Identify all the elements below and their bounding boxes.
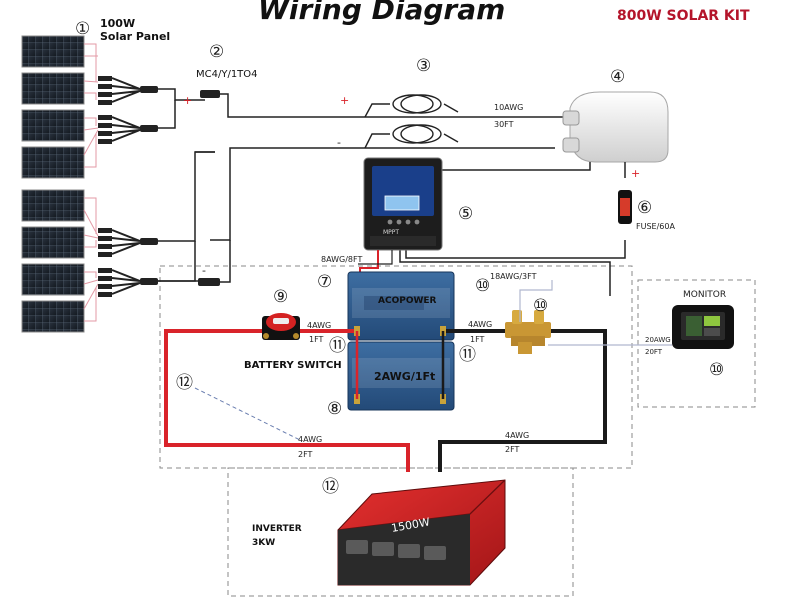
- battery-link-label: 2AWG/1Ft: [374, 370, 435, 383]
- controller-cable-number: ⑦: [317, 272, 332, 292]
- extension-length: 30FT: [494, 120, 514, 129]
- inverter-region: [227, 467, 574, 597]
- solar-panel: [21, 35, 85, 68]
- inverter-left-gauge: 4AWG: [298, 435, 322, 444]
- callout-line: [194, 387, 301, 441]
- extension-gauge: 10AWG: [494, 103, 523, 112]
- mc4-negative-connector: [198, 278, 220, 286]
- cable-entry-gland: [562, 91, 669, 163]
- polarity-plus-fuse: +: [631, 167, 640, 180]
- branch-trunk-wires: [158, 88, 215, 282]
- y-branch-connector: [98, 228, 158, 257]
- inverter-label-line1: INVERTER: [252, 524, 302, 534]
- fuse-number: ⑥: [637, 198, 652, 218]
- dashed-boxes: [159, 265, 756, 597]
- monitor-cable-length: 20FT: [645, 348, 663, 356]
- solar-panel: [21, 263, 85, 296]
- polarity-minus-array: -: [202, 264, 206, 277]
- array-cables: [210, 93, 565, 283]
- page-title: Wiring Diagram: [258, 0, 505, 26]
- connector-number: ②: [209, 42, 224, 62]
- inverter-label-line2: 3KW: [252, 538, 275, 548]
- battery-switch: [262, 313, 300, 340]
- polarity-plus-cable: +: [340, 94, 349, 107]
- panel-name-line1: 100W: [100, 17, 135, 30]
- switch-wire-length: 1FT: [309, 335, 324, 344]
- mc4-y-branch-connectors: [98, 76, 158, 297]
- controller-cable-label: 8AWG/8FT: [321, 255, 362, 264]
- switch-wire-gauge: 4AWG: [307, 321, 331, 330]
- switch-number: ⑨: [273, 287, 288, 307]
- polarity-plus-array: +: [183, 94, 192, 107]
- fuse-label: FUSE/60A: [636, 222, 675, 231]
- inline-fuse: [618, 190, 632, 224]
- mc4-positive-connector: [200, 90, 220, 98]
- monitor-cable: [519, 280, 672, 346]
- kit-label: 800W SOLAR KIT: [617, 8, 750, 24]
- inverter-unit: 1500W: [337, 479, 506, 586]
- battery-bank-region: [159, 265, 633, 469]
- extension-cable-coils: [364, 94, 459, 149]
- solar-panel: [21, 226, 85, 259]
- battery-interconnect: [355, 331, 445, 399]
- switch-label: BATTERY SWITCH: [244, 360, 342, 371]
- battery-brand: ACOPOWER: [378, 296, 437, 306]
- inverter-cable-number-bottom: ⑫: [322, 477, 339, 497]
- solar-panel: [21, 300, 85, 333]
- y-branch-connector: [98, 268, 158, 297]
- panel-name-line2: Solar Panel: [100, 30, 170, 43]
- shunt-cable-number: ⑩: [475, 276, 490, 296]
- inverter-right-gauge: 4AWG: [505, 431, 529, 440]
- solar-panel-array: [21, 35, 85, 333]
- battery-shunt: [505, 310, 551, 354]
- inverter-cable-number-left: ⑫: [176, 373, 193, 393]
- battery-monitor-display: [672, 305, 734, 349]
- battery-number: ⑧: [327, 399, 342, 419]
- polarity-minus-cable: -: [337, 136, 341, 149]
- heavy-dc-cables: [164, 329, 607, 472]
- solar-panel: [21, 189, 85, 222]
- controller-screen-label: MPPT: [383, 229, 399, 236]
- shunt-wire-length: 1FT: [470, 335, 485, 344]
- solar-panel: [21, 109, 85, 142]
- inverter-left-length: 2FT: [298, 450, 313, 459]
- solar-panel: [21, 72, 85, 105]
- shunt-wire-gauge: 4AWG: [468, 320, 492, 329]
- solar-panel: [21, 146, 85, 179]
- y-branch-connector: [98, 76, 158, 105]
- monitor-region: [637, 279, 756, 408]
- connector-name: MC4/Y/1TO4: [196, 69, 258, 80]
- inverter-right-length: 2FT: [505, 445, 520, 454]
- extension-number: ③: [416, 56, 431, 76]
- mc4-main-connectors: [198, 90, 220, 286]
- shunt-cable-label: 18AWG/3FT: [490, 272, 537, 281]
- mppt-controller: MPPT: [363, 157, 443, 251]
- shunt-number: ⑩: [533, 296, 548, 316]
- terminal-number-left: ⑪: [329, 336, 346, 356]
- controller-number: ⑤: [458, 204, 473, 224]
- gland-number: ④: [610, 67, 625, 87]
- battery-pack: [347, 271, 455, 411]
- monitor-cable-gauge: 20AWG: [645, 336, 671, 344]
- monitor-title: MONITOR: [683, 290, 726, 300]
- y-branch-connector: [98, 115, 158, 144]
- monitor-number: ⑩: [709, 360, 724, 380]
- panel-number: ①: [75, 19, 90, 39]
- terminal-number-right: ⑪: [459, 345, 476, 365]
- panel-leads: [83, 43, 99, 322]
